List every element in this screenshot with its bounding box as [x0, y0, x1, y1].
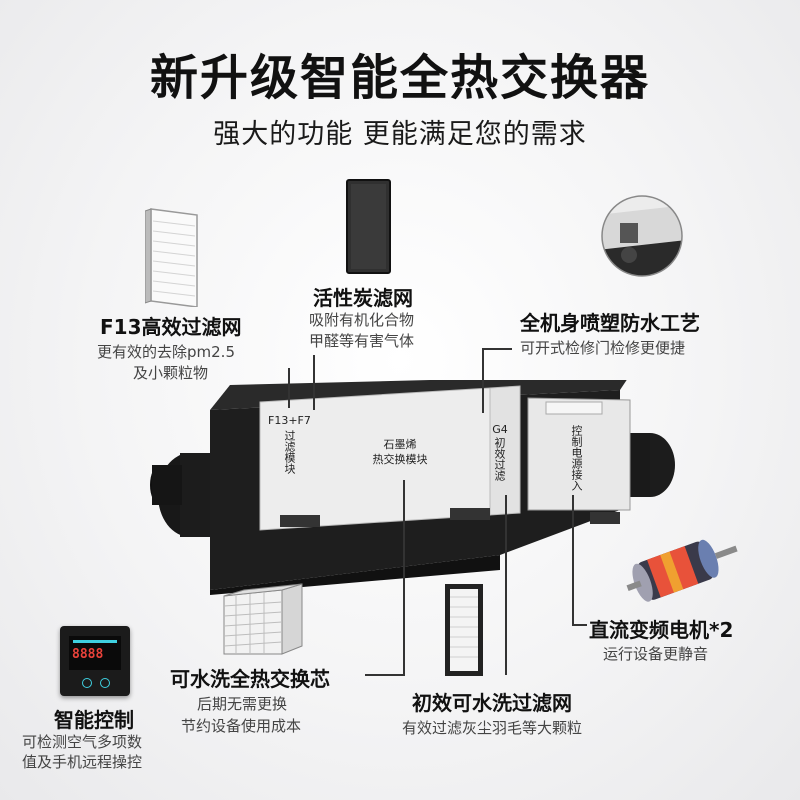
carbon-filter-title: 活性炭滤网 [313, 286, 413, 310]
f13-filter-image [144, 207, 198, 308]
heat-exchange-core-image [222, 582, 303, 655]
page-subtitle: 强大的功能 更能满足您的需求 [213, 119, 587, 150]
carbon-connector-line [313, 355, 315, 410]
primary-filter-image [443, 582, 485, 678]
dc-motor-desc: 运行设备更静音 [603, 645, 709, 663]
motor-connector-h [572, 624, 587, 626]
spray-coating-desc: 可开式检修门检修更便捷 [520, 339, 686, 357]
g4-sub-label: 初效过滤 [493, 437, 506, 481]
controller-display-digits: 8888 [72, 647, 104, 662]
filter-module-label: F13+F7 [268, 414, 311, 427]
carbon-filter-image [345, 178, 393, 276]
machine-detail-image [598, 195, 686, 277]
smart-controller-image: 8888 [60, 626, 130, 696]
smart-control-desc-2: 值及手机远程操控 [22, 753, 143, 771]
page-title: 新升级智能全热交换器 [149, 50, 650, 106]
primary-filter-title: 初效可水洗过滤网 [412, 691, 572, 715]
spray-coating-title: 全机身喷塑防水工艺 [520, 311, 700, 335]
core-connector-v [403, 480, 405, 675]
f13-filter-desc-2: 及小颗粒物 [133, 364, 209, 382]
controller-status-bar [73, 640, 117, 643]
dc-motor-title: 直流变频电机*2 [589, 618, 734, 642]
f13-filter-title: F13高效过滤网 [100, 315, 242, 339]
heat-core-desc-1: 后期无需更换 [197, 695, 288, 713]
heat-core-desc-2: 节约设备使用成本 [181, 717, 302, 735]
controller-screen: 8888 [69, 636, 121, 670]
power-input-label: 控制电源接入 [570, 425, 583, 491]
primary-filter-desc: 有效过滤灰尘羽毛等大颗粒 [402, 719, 583, 737]
heat-core-title: 可水洗全热交换芯 [170, 667, 330, 691]
filter-module-sub-label: 过滤模块 [283, 430, 296, 474]
smart-control-title: 智能控制 [54, 708, 134, 732]
graphene-label-2: 热交换模块 [372, 453, 428, 466]
f13-filter-desc-1: 更有效的去除pm2.5 [97, 343, 235, 361]
controller-button-left [82, 678, 92, 688]
carbon-filter-desc-2: 甲醛等有害气体 [309, 332, 415, 350]
controller-button-right [100, 678, 110, 688]
g4-label: G4 [492, 423, 508, 436]
smart-control-desc-1: 可检测空气多项数 [22, 733, 143, 751]
heat-exchanger-unit-image [150, 375, 690, 595]
f13-connector-line [288, 368, 290, 408]
carbon-filter-desc-1: 吸附有机化合物 [309, 311, 415, 329]
graphene-label-1: 石墨烯 [383, 438, 417, 451]
core-connector-h [365, 674, 405, 676]
spray-connector-v [482, 348, 484, 413]
motor-connector-v [572, 495, 574, 625]
spray-connector-h [482, 348, 512, 350]
dc-motor-image [622, 528, 744, 608]
primary-connector-v [505, 495, 507, 675]
